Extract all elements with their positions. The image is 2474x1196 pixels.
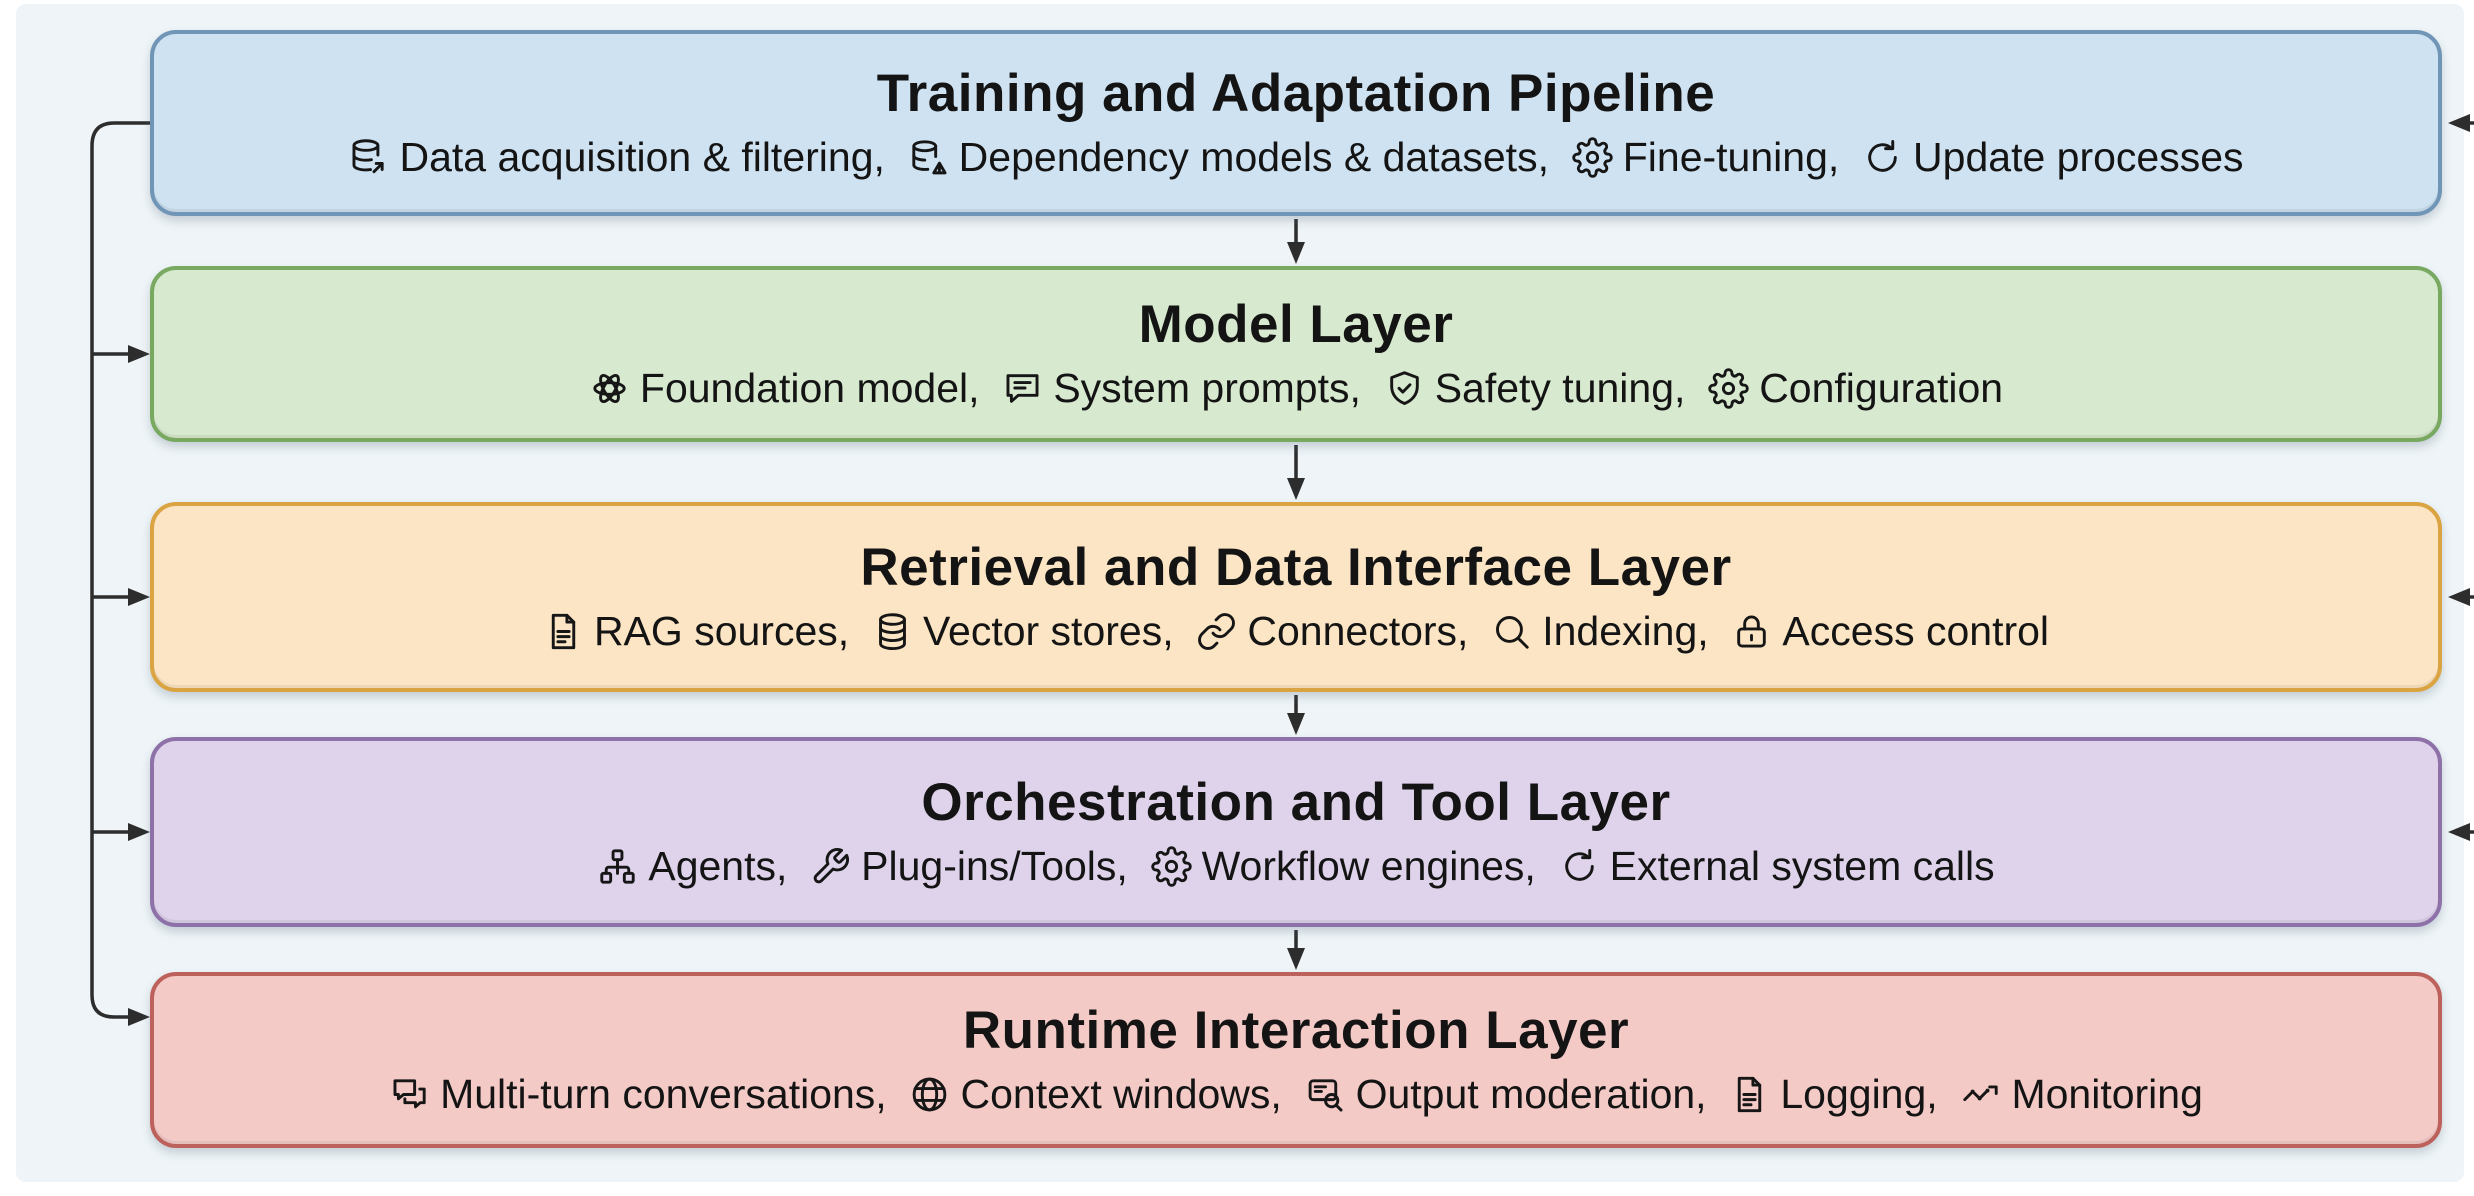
layer-item-label: Output moderation, bbox=[1355, 1070, 1730, 1117]
layer-item: Vector stores, bbox=[872, 608, 1196, 655]
layer-item: Configuration bbox=[1708, 365, 2003, 412]
layer-item: Multi-turn conversations, bbox=[389, 1071, 909, 1118]
layer-item: System prompts, bbox=[1002, 365, 1383, 412]
globe-icon bbox=[909, 1074, 950, 1115]
layer-item-label: Access control bbox=[1782, 607, 2050, 654]
layer-item: Fine-tuning, bbox=[1572, 134, 1862, 181]
layer-title: Training and Adaptation Pipeline bbox=[876, 64, 1716, 124]
pulse-icon bbox=[1960, 1074, 2001, 1115]
layer-item: External system calls bbox=[1559, 843, 1995, 890]
layer-item: Output moderation, bbox=[1305, 1071, 1730, 1118]
layer-item-label: System prompts, bbox=[1053, 364, 1384, 411]
layer-item-label: Configuration bbox=[1759, 364, 2004, 411]
layer-item-label: Plug-ins/Tools, bbox=[861, 842, 1151, 889]
layer-box-retrieval-layer: Retrieval and Data Interface Layer RAG s… bbox=[150, 502, 2442, 692]
layer-item: Safety tuning, bbox=[1384, 365, 1709, 412]
layer-items: Agents, Plug-ins/Tools, Workflow engines… bbox=[597, 842, 1995, 890]
layer-box-runtime-layer: Runtime Interaction Layer Multi-turn con… bbox=[150, 972, 2442, 1148]
layer-item-label: Monitoring bbox=[2011, 1070, 2203, 1117]
layer-item-label: Dependency models & datasets, bbox=[958, 133, 1572, 180]
layer-item-label: Logging, bbox=[1780, 1070, 1961, 1117]
refresh-icon bbox=[1862, 137, 1903, 178]
layer-item: Workflow engines, bbox=[1150, 842, 1559, 890]
openai-logo-icon bbox=[589, 368, 630, 409]
layer-box-training-pipeline: Training and Adaptation Pipeline Data ac… bbox=[150, 30, 2442, 216]
search-icon bbox=[1491, 611, 1532, 652]
chat-double-icon bbox=[389, 1074, 430, 1115]
gear-icon bbox=[1708, 367, 1749, 409]
layer-title: Runtime Interaction Layer bbox=[962, 1001, 1630, 1061]
layer-item-label: Fine-tuning, bbox=[1622, 133, 1863, 180]
layer-item-label: Safety tuning, bbox=[1434, 364, 1709, 411]
layer-item: Update processes bbox=[1862, 133, 2244, 181]
gear-icon bbox=[1150, 845, 1192, 887]
layer-item-label: Context windows, bbox=[960, 1070, 1305, 1117]
layer-title: Model Layer bbox=[1138, 295, 1454, 355]
layer-item-label: Update processes bbox=[1913, 133, 2244, 180]
layer-item-label: RAG sources, bbox=[593, 607, 872, 654]
layer-title: Retrieval and Data Interface Layer bbox=[860, 538, 1732, 598]
layer-item-label: Vector stores, bbox=[922, 607, 1197, 654]
layer-item: Dependency models & datasets, bbox=[908, 134, 1572, 181]
layer-item: RAG sources, bbox=[543, 608, 872, 655]
layer-items: Multi-turn conversations, Context window… bbox=[389, 1071, 2203, 1118]
gear-icon bbox=[1572, 136, 1613, 178]
layer-item: Indexing, bbox=[1491, 608, 1731, 655]
layer-item-label: Indexing, bbox=[1542, 607, 1732, 654]
shield-check-icon bbox=[1384, 368, 1425, 409]
layer-item: Foundation model, bbox=[589, 365, 1002, 412]
screen-search-icon bbox=[1305, 1074, 1346, 1115]
layer-item-label: Multi-turn conversations, bbox=[440, 1070, 910, 1117]
database-icon bbox=[872, 611, 913, 652]
layer-item: Logging, bbox=[1729, 1071, 1960, 1118]
layer-item: Monitoring bbox=[1960, 1070, 2203, 1118]
lock-icon bbox=[1731, 611, 1772, 652]
layer-item-label: Foundation model, bbox=[639, 364, 1003, 411]
layer-items: Data acquisition & filtering, Dependency… bbox=[348, 133, 2244, 181]
layer-title: Orchestration and Tool Layer bbox=[921, 773, 1671, 833]
layer-items: Foundation model, System prompts, Safety… bbox=[589, 365, 2003, 412]
layer-item: Context windows, bbox=[909, 1071, 1304, 1118]
database-alert-icon bbox=[908, 137, 949, 178]
layer-item: Connectors, bbox=[1196, 608, 1491, 655]
document-icon bbox=[1729, 1074, 1770, 1115]
document-icon bbox=[543, 611, 584, 652]
layer-item-label: Connectors, bbox=[1247, 607, 1492, 654]
sitemap-icon bbox=[597, 846, 638, 887]
layer-item-label: Data acquisition & filtering, bbox=[399, 133, 908, 180]
layer-item-label: Agents, bbox=[648, 842, 811, 889]
database-up-icon bbox=[348, 137, 389, 178]
layer-box-model-layer: Model Layer Foundation model, System pro… bbox=[150, 266, 2442, 442]
layer-item: Data acquisition & filtering, bbox=[348, 134, 907, 181]
layer-items: RAG sources, Vector stores, Connectors, … bbox=[543, 608, 2049, 655]
layer-box-orchestration-layer: Orchestration and Tool Layer Agents, Plu… bbox=[150, 737, 2442, 927]
link-icon bbox=[1196, 611, 1237, 652]
layer-item-label: External system calls bbox=[1609, 842, 1995, 889]
chat-lines-icon bbox=[1002, 368, 1043, 409]
layer-item: Plug-ins/Tools, bbox=[810, 843, 1150, 890]
layer-item-label: Workflow engines, bbox=[1201, 842, 1559, 889]
wrench-icon bbox=[810, 846, 851, 887]
layer-item: Access control bbox=[1731, 608, 2049, 655]
layer-item: Agents, bbox=[597, 843, 810, 890]
refresh-icon bbox=[1559, 846, 1600, 887]
